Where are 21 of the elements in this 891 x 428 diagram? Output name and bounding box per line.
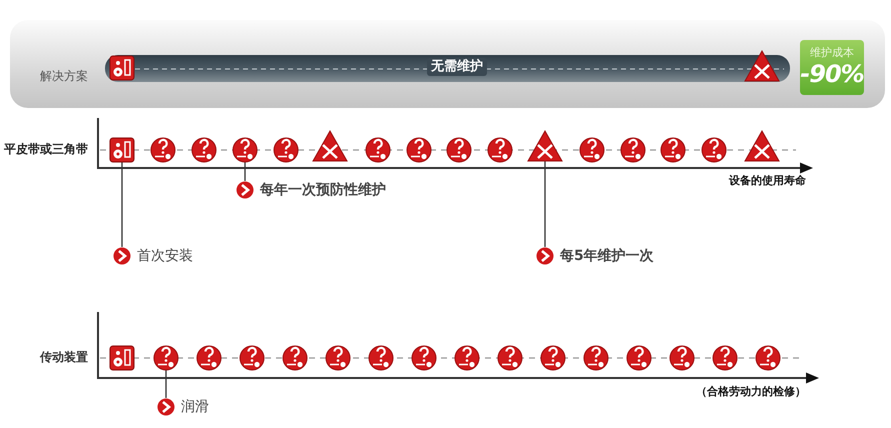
tools-warning-icon: [527, 130, 563, 162]
axis-label: 设备的使用寿命: [729, 173, 806, 188]
callout-text: 润滑: [181, 398, 209, 416]
row-label: 平皮带或三角带: [4, 141, 88, 158]
question-mark-icon: [153, 345, 179, 371]
leader-line: [244, 161, 246, 181]
row-label: 传动装置: [40, 349, 88, 366]
axis-label: （合格劳动力的检修）: [696, 384, 806, 399]
leader-line: [121, 161, 123, 247]
callout-text: 每5年维护一次: [560, 247, 654, 265]
leader-line: [544, 160, 546, 247]
question-mark-icon: [232, 137, 258, 163]
installation-icon: [109, 137, 135, 163]
callout-text: 每年一次预防性维护: [260, 181, 386, 199]
leader-line: [165, 369, 167, 398]
callout-text: 首次安装: [137, 247, 193, 265]
badge-caption: 维护成本: [809, 45, 855, 60]
cost-badge: [800, 40, 864, 95]
percentage-value: -90%: [800, 60, 864, 88]
bar-label: 无需维护: [427, 58, 487, 76]
row-label: 解决方案: [40, 68, 88, 85]
